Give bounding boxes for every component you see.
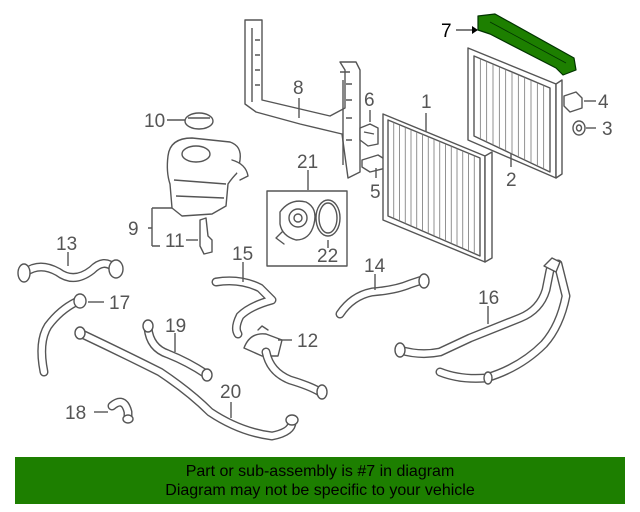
callout-3[interactable]: 3: [602, 119, 613, 140]
upper-radiator-cover: [477, 13, 577, 76]
callout-11[interactable]: 11: [165, 231, 185, 252]
hose-12: [243, 325, 328, 400]
callout-20[interactable]: 20: [220, 382, 241, 403]
hose-14: [335, 273, 430, 319]
radiator-clip: [563, 91, 583, 113]
callout-16[interactable]: 16: [478, 288, 499, 309]
callout-labels: 1 2 3 4 5 6 7 8 9 10 11 12 13 14 15 16 1…: [56, 21, 613, 424]
level-sensor: [199, 217, 213, 255]
leader-lines: [67, 26, 596, 418]
callout-6[interactable]: 6: [364, 90, 375, 111]
callout-8[interactable]: 8: [293, 78, 304, 99]
hose-17: [37, 293, 87, 377]
callout-9[interactable]: 9: [128, 219, 139, 240]
hose-19: [142, 319, 213, 382]
banner-line-1: Part or sub-assembly is #7 in diagram: [185, 463, 455, 480]
callout-13[interactable]: 13: [56, 234, 77, 255]
callout-12[interactable]: 12: [297, 331, 318, 352]
bracket: [359, 123, 379, 147]
pump-gasket: [315, 199, 341, 237]
callout-1[interactable]: 1: [421, 92, 432, 113]
banner-line-2: Diagram may not be specific to your vehi…: [165, 482, 475, 499]
callout-22[interactable]: 22: [317, 246, 338, 267]
callout-18[interactable]: 18: [65, 403, 86, 424]
callout-14[interactable]: 14: [364, 256, 386, 277]
hose-16: [394, 257, 571, 385]
callout-5[interactable]: 5: [370, 182, 381, 203]
callout-7[interactable]: 7: [441, 21, 452, 42]
callout-15[interactable]: 15: [232, 244, 253, 265]
hose-15: [211, 276, 277, 339]
callout-19[interactable]: 19: [165, 316, 186, 337]
radiator: [467, 47, 563, 179]
hose-18: [107, 397, 134, 424]
parts-diagram: 1 2 3 4 5 6 7 8 9 10 11 12 13 14 15 16 1…: [17, 13, 613, 441]
grommet: [572, 120, 586, 136]
radiator-support-frame: [244, 19, 361, 179]
callout-2[interactable]: 2: [506, 170, 517, 191]
callout-17[interactable]: 17: [109, 293, 130, 314]
info-banner: Part or sub-assembly is #7 in diagram Di…: [15, 457, 625, 504]
callout-4[interactable]: 4: [598, 92, 609, 113]
hose-13: [17, 259, 124, 283]
callout-21[interactable]: 21: [297, 152, 318, 173]
hose-20: [74, 326, 299, 441]
condenser: [382, 113, 493, 263]
callout-10[interactable]: 10: [144, 111, 165, 132]
expansion-tank: [166, 137, 249, 217]
expansion-tank-cap: [184, 112, 214, 130]
